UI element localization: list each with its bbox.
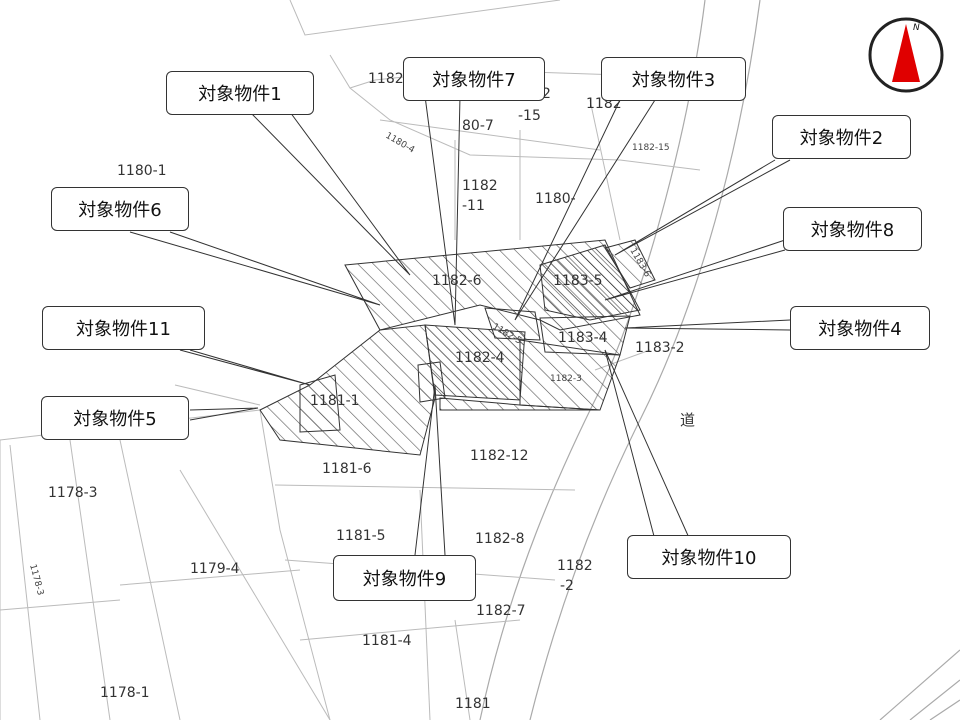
lot-1182-top: 1182 [368,71,404,87]
lot-1182-7: 1182-7 [476,603,526,619]
lot-1179-4: 1179-4 [190,561,240,577]
leader-c9 [414,384,446,556]
lot-1180-1: 1180-1 [117,163,167,179]
callout-6: 対象物件6 [51,187,189,231]
leader-c10 [604,349,691,541]
leader-c4 [624,319,791,331]
lot-15: -15 [518,108,541,124]
compass-label: N [913,23,920,33]
lot-1180-r: 1180- [535,191,576,207]
north-arrow-icon [892,24,920,82]
callout-11: 対象物件11 [42,306,205,350]
lot-1182-4: 1182-4 [455,350,505,366]
parcel-1183-6 [604,239,656,289]
leader-c1 [249,111,411,276]
lot-1180-7: 80-7 [462,118,494,134]
callout-8: 対象物件8 [783,207,922,251]
lot-numbers: 1180-1 1182 80-7 2 -15 1182 1182 -11 118… [27,71,695,712]
lot-1183-2: 1183-2 [635,340,685,356]
lot-1182-2a: 1182 [557,558,593,574]
callout-3: 対象物件3 [601,57,746,101]
lot-2: 2 [542,86,551,102]
parcel-1181-1-sub [299,374,341,433]
callout-7: 対象物件7 [403,57,545,101]
leader-c11 [179,349,311,386]
lot-1183-4: 1183-4 [558,330,608,346]
lot-1182-11a: 1182 [462,178,498,194]
lot-1181-1: 1181-1 [310,393,360,409]
callout-1: 対象物件1 [166,71,314,115]
lot-1181-6: 1181-6 [322,461,372,477]
leader-c2 [614,159,791,256]
callout-9: 対象物件9 [333,555,476,601]
lot-1182-11b: -11 [462,198,485,214]
parcel-1181-1 [259,324,436,456]
road-label: 道 [680,411,695,429]
leader-c7 [424,95,461,326]
lot-1180-4-small: 1180-4 [384,131,417,156]
leader-c5 [189,407,259,421]
lot-1182-8: 1182-8 [475,531,525,547]
lot-1181-4: 1181-4 [362,633,412,649]
lot-1182-2b: -2 [560,578,574,594]
leader-c3 [514,99,656,321]
parcel-1182-lower [439,397,601,411]
north-arrow: N [868,17,944,93]
lot-1182-6: 1182-6 [432,273,482,289]
lot-left-small: 1178-3 [27,563,45,596]
lot-1181-5: 1181-5 [336,528,386,544]
lot-1182-15-small: 1182-15 [632,143,670,153]
lot-1178-1: 1178-1 [100,685,150,701]
lot-1181-b: 1181 [455,696,491,712]
leader-lines [129,95,791,556]
leader-c8 [604,239,786,301]
lot-1183-5: 1183-5 [553,273,603,289]
leader-c6 [129,231,381,306]
target-parcels [259,239,656,456]
callout-10: 対象物件10 [627,535,791,579]
lot-1178-3: 1178-3 [48,485,98,501]
callout-2: 対象物件2 [772,115,911,159]
lot-1182-3: 1182-3 [550,374,582,384]
callout-4: 対象物件4 [790,306,930,350]
lot-1182-12: 1182-12 [470,448,529,464]
callout-5: 対象物件5 [41,396,189,440]
